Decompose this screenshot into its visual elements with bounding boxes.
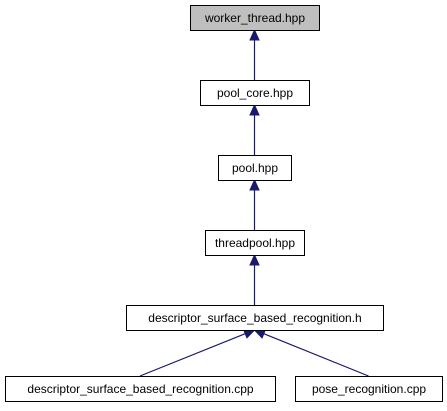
edge-arrowhead-pool-to-pool_core [249, 103, 260, 116]
node-pool_core[interactable]: pool_core.hpp [200, 80, 310, 106]
edge-arrowhead-pool_core-to-worker_thread [249, 28, 260, 41]
edge-arrowhead-descriptor_h-to-threadpool [249, 253, 260, 266]
graph-nodes: worker_thread.hpp pool_core.hpp pool.hpp th… [5, 5, 443, 402]
node-box-pose_cpp [295, 376, 443, 402]
node-label-pool: pool.hpp [232, 161, 278, 175]
node-pool[interactable]: pool.hpp [218, 155, 292, 181]
node-label-descriptor_h: descriptor_surface_based_recognition.h [148, 311, 361, 325]
node-label-descriptor_cpp: descriptor_surface_based_recognition.cpp [27, 382, 253, 396]
graph-edges [139, 28, 369, 377]
edge-pose_cpp-to-descriptor_h [263, 333, 369, 377]
node-pose_cpp[interactable]: pose_recognition.cpp [295, 376, 443, 402]
node-label-pool_core: pool_core.hpp [217, 86, 293, 100]
node-box-pool [218, 155, 292, 181]
node-box-threadpool [205, 230, 305, 256]
edge-arrowhead-threadpool-to-pool [249, 178, 260, 191]
node-box-worker_thread [190, 5, 320, 31]
node-box-descriptor_h [126, 305, 384, 331]
node-label-threadpool: threadpool.hpp [215, 236, 295, 250]
node-descriptor_h[interactable]: descriptor_surface_based_recognition.h [126, 305, 384, 331]
node-label-worker_thread: worker_thread.hpp [204, 11, 305, 25]
node-box-descriptor_cpp [5, 376, 276, 402]
node-box-pool_core [200, 80, 310, 106]
node-worker_thread: worker_thread.hpp [190, 5, 320, 31]
edge-descriptor_cpp-to-descriptor_h [139, 333, 246, 377]
node-label-pose_cpp: pose_recognition.cpp [312, 382, 426, 396]
node-descriptor_cpp[interactable]: descriptor_surface_based_recognition.cpp [5, 376, 276, 402]
node-threadpool[interactable]: threadpool.hpp [205, 230, 305, 256]
